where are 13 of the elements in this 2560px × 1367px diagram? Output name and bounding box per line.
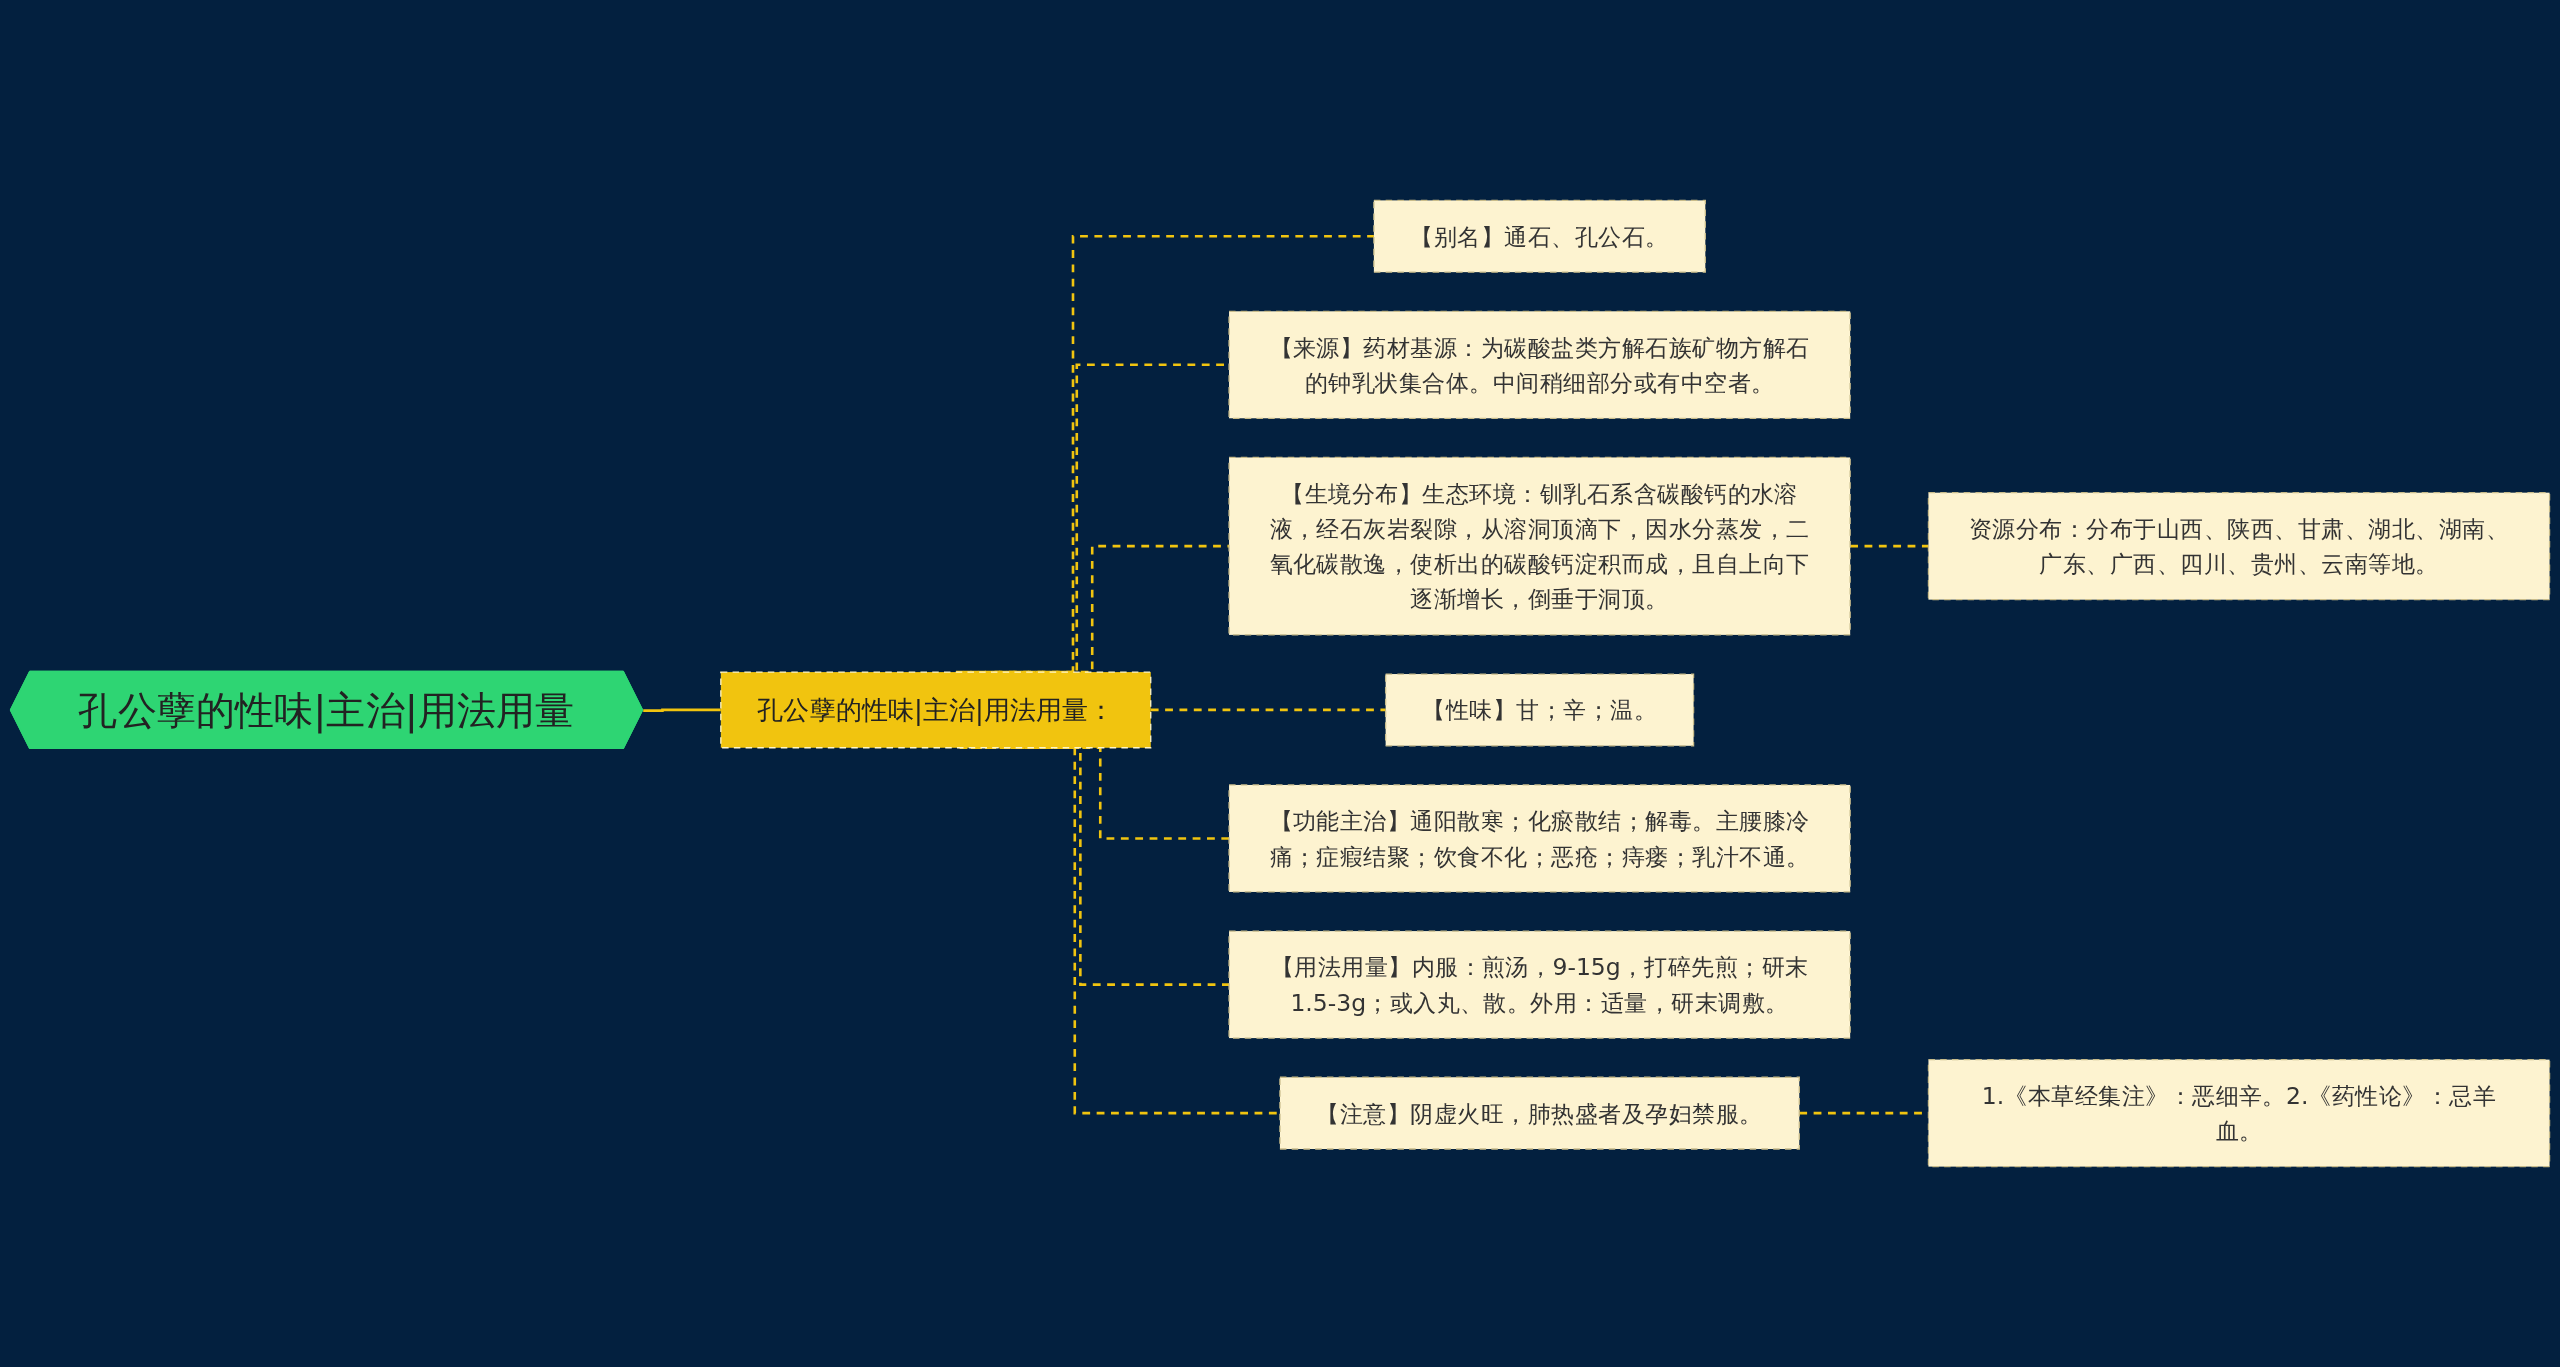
node-box: 孔公孽的性味|主治|用法用量：: [720, 671, 1152, 749]
node-box: 【功能主治】通阳散寒；化瘀散结；解毒。主腰膝冷痛；症瘕结聚；饮食不化；恶疮；痔瘘；乳汁不通。: [1228, 784, 1851, 893]
connector: [1150, 708, 1386, 712]
node-box: 【别名】通石、孔公石。: [1373, 199, 1706, 273]
connector: [643, 708, 721, 712]
node-box: 【来源】药材基源：为碳酸盐类方解石族矿物方解石的钟乳状集合体。中间稍细部分或有中空者。: [1228, 310, 1851, 419]
node-box: 【性味】甘；辛；温。: [1385, 673, 1695, 747]
node-box: 1.《本草经集注》：恶细辛。2.《药性论》：忌羊血。: [1927, 1058, 2551, 1168]
node-box: 【用法用量】内服：煎汤，9-15g，打碎先煎；研末1.5-3g；或入丸、散。外用：适量，研末调敷。: [1228, 930, 1851, 1039]
node-box: 【注意】阴虚火旺，肺热盛者及孕妇禁服。: [1279, 1076, 1800, 1150]
node-box: 【生境分布】生态环境：钏乳石系含碳酸钙的水溶液，经石灰岩裂隙，从溶洞顶滴下，因水分蒸发，二氧化碳散逸，使析出的碳酸钙淀积而成，且自上向下逐渐增长，倒垂于洞顶。: [1228, 456, 1851, 636]
node-box: 资源分布：分布于山西、陕西、甘肃、湖北、湖南、广东、广西、四川、贵州、云南等地。: [1927, 492, 2551, 601]
connector: [1850, 544, 1929, 548]
